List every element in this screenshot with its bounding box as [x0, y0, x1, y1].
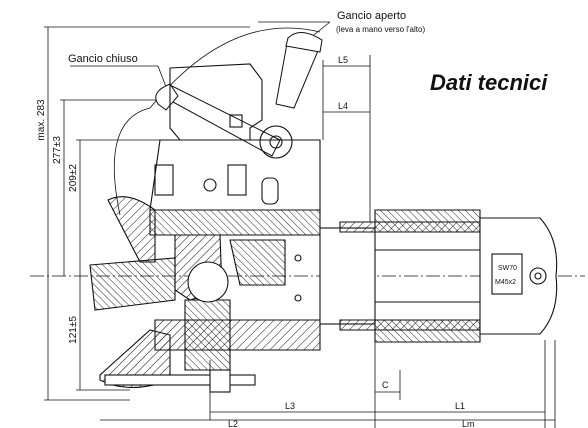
callout-open-hook-note: (leva a mano verso l'alto) — [336, 25, 425, 34]
nut-wrench-size: SW70 — [498, 265, 517, 272]
coupling-jaw — [89, 196, 321, 393]
callout-closed-hook: Gancio chiuso — [68, 53, 138, 65]
vertical-dimensions — [44, 26, 250, 401]
horizontal-dimensions — [100, 55, 556, 428]
dim-L1: L1 — [455, 401, 465, 411]
page-title: Dati tecnici — [430, 70, 548, 95]
dim-209: 209±2 — [68, 164, 79, 192]
dim-Lm: Lm — [462, 419, 475, 428]
dim-L4: L4 — [338, 101, 348, 111]
nut-thread: M45x2 — [495, 279, 516, 286]
dim-max-height: max. 283 — [36, 99, 47, 141]
dim-C: C — [382, 380, 389, 390]
open-lever — [275, 32, 323, 109]
dim-L3: L3 — [285, 401, 295, 411]
dim-121: 121±5 — [68, 316, 79, 344]
callout-open-hook: Gancio aperto — [337, 10, 406, 22]
nut — [479, 217, 558, 335]
dim-L5: L5 — [338, 55, 348, 65]
dim-L2: L2 — [228, 419, 238, 428]
dim-277: 277±3 — [52, 136, 63, 164]
shaft — [294, 209, 481, 343]
